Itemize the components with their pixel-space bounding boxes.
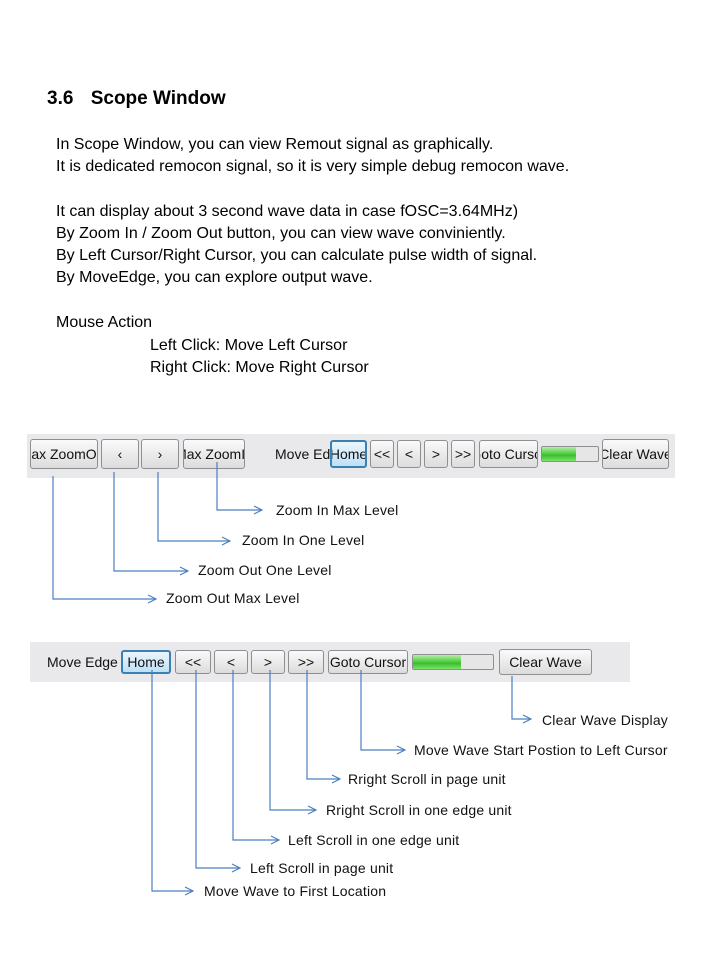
callout-goto-cursor [360, 670, 405, 750]
callout-clear-wave [511, 676, 531, 719]
callout-page-left [195, 670, 240, 868]
home-button[interactable]: Home [330, 440, 367, 468]
clear-wave-button[interactable]: Clear Wave [499, 649, 592, 675]
edge-left-button[interactable]: < [397, 440, 421, 468]
zoom-in-one-button[interactable]: › [141, 439, 179, 469]
scope-toolbar-move-edge: Move Edge Home << < > >> Goto Cursor Cle… [30, 642, 630, 682]
paragraph-line: By Zoom In / Zoom Out button, you can vi… [56, 225, 506, 242]
page-right-button[interactable]: >> [288, 650, 324, 674]
paragraph-line: By MoveEdge, you can explore output wave… [56, 269, 373, 286]
section-title: Scope Window [90, 88, 226, 109]
paragraph-line: It is dedicated remocon signal, so it is… [56, 158, 570, 175]
mouse-right-click: Right Click: Move Right Cursor [150, 359, 369, 376]
zoom-out-one-button[interactable]: ‹ [101, 439, 139, 469]
home-button[interactable]: Home [121, 650, 171, 674]
page-left-button[interactable]: << [175, 650, 211, 674]
annotation-zoom-out-max: Zoom Out Max Level [166, 590, 300, 606]
annotation-edge-left: Left Scroll in one edge unit [288, 832, 460, 848]
paragraph-line: It can display about 3 second wave data … [56, 203, 519, 220]
annotation-zoom-out-one: Zoom Out One Level [198, 562, 332, 578]
section-heading: 3.6 Scope Window [47, 88, 226, 110]
goto-cursor-button[interactable]: Goto Cursor [479, 440, 538, 468]
edge-right-button[interactable]: > [424, 440, 448, 468]
callout-zoom-out-one [113, 472, 188, 571]
callout-zoom-in-max [216, 462, 262, 510]
paragraph-line: In Scope Window, you can view Remout sig… [56, 136, 494, 153]
move-edge-label: Move Edge [275, 446, 346, 462]
annotation-home: Move Wave to First Location [204, 883, 387, 899]
paragraph-line: By Left Cursor/Right Cursor, you can cal… [56, 247, 538, 264]
progress-fill [542, 447, 576, 461]
move-edge-label: Move Edge [47, 654, 118, 670]
section-number: 3.6 [47, 88, 74, 109]
clear-wave-button[interactable]: Clear Wave [602, 439, 669, 469]
mouse-action-title: Mouse Action [56, 314, 153, 331]
annotation-zoom-in-one: Zoom In One Level [242, 532, 365, 548]
goto-cursor-button[interactable]: Goto Cursor [328, 650, 408, 674]
progress-bar [412, 654, 494, 670]
callout-edge-left [232, 670, 279, 840]
callout-zoom-in-one [157, 472, 230, 541]
annotation-zoom-in-max: Zoom In Max Level [276, 502, 399, 518]
progress-bar [541, 446, 599, 462]
mouse-left-click: Left Click: Move Left Cursor [150, 337, 348, 354]
annotation-edge-right: Rright Scroll in one edge unit [326, 802, 512, 818]
callout-edge-right [269, 670, 316, 810]
page-right-button[interactable]: >> [451, 440, 475, 468]
callout-home [151, 670, 193, 891]
annotation-page-right: Rright Scroll in page unit [348, 771, 506, 787]
progress-fill [413, 655, 461, 669]
callout-zoom-out-max [52, 476, 156, 599]
page-left-button[interactable]: << [370, 440, 394, 468]
annotation-goto-cursor: Move Wave Start Postion to Left Cursor [414, 742, 668, 758]
edge-left-button[interactable]: < [214, 650, 248, 674]
annotation-page-left: Left Scroll in page unit [250, 860, 394, 876]
edge-right-button[interactable]: > [251, 650, 285, 674]
annotation-clear-wave: Clear Wave Display [542, 712, 669, 728]
callout-page-right [306, 670, 340, 779]
